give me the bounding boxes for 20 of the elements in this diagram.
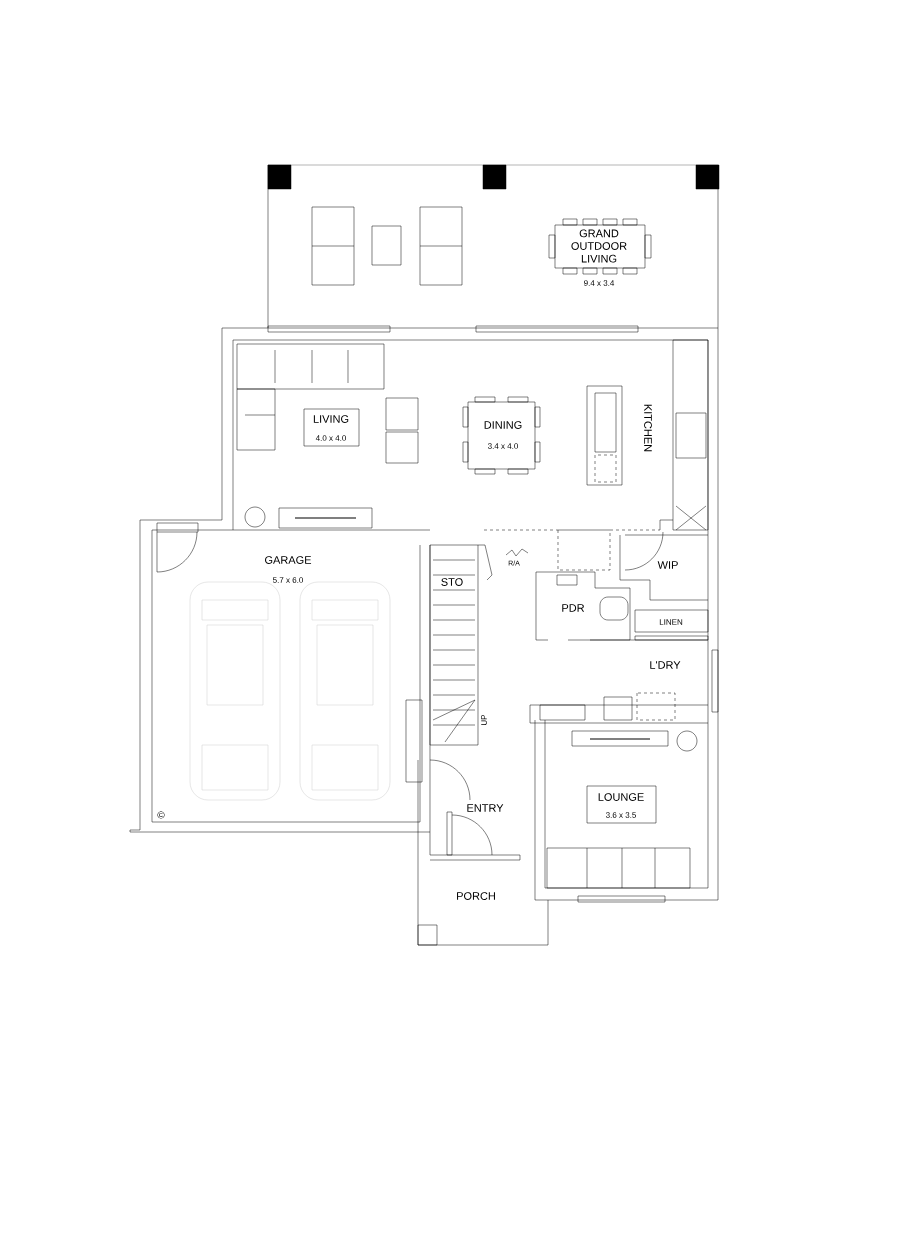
room-label: © <box>157 811 165 819</box>
room-label: GARAGE <box>265 556 312 564</box>
room-label: GRAND OUTDOOR LIVING <box>571 229 627 263</box>
dimension-text: UP <box>481 714 487 725</box>
dimension-text: 3.6 x 3.5 <box>605 812 636 818</box>
room-label: LIVING <box>313 415 349 423</box>
room-label: KITCHEN <box>644 404 652 452</box>
room-label: STO <box>441 578 463 586</box>
room-label: ENTRY <box>467 804 504 812</box>
room-label: PDR <box>562 604 585 612</box>
room-label: WIP <box>657 561 678 569</box>
room-label: PORCH <box>457 892 495 900</box>
room-label: LOUNGE <box>598 793 644 801</box>
dimension-text: 3.4 x 4.0 <box>487 443 519 449</box>
dimension-text: 4.0 x 4.0 <box>315 435 347 441</box>
dimension-text: LINEN <box>659 619 683 625</box>
room-label: DINING <box>484 421 522 429</box>
room-label: L'DRY <box>650 661 681 669</box>
dimension-text: 5.7 x 6.0 <box>272 577 304 583</box>
dimension-text: 9.4 x 3.4 <box>584 280 615 286</box>
